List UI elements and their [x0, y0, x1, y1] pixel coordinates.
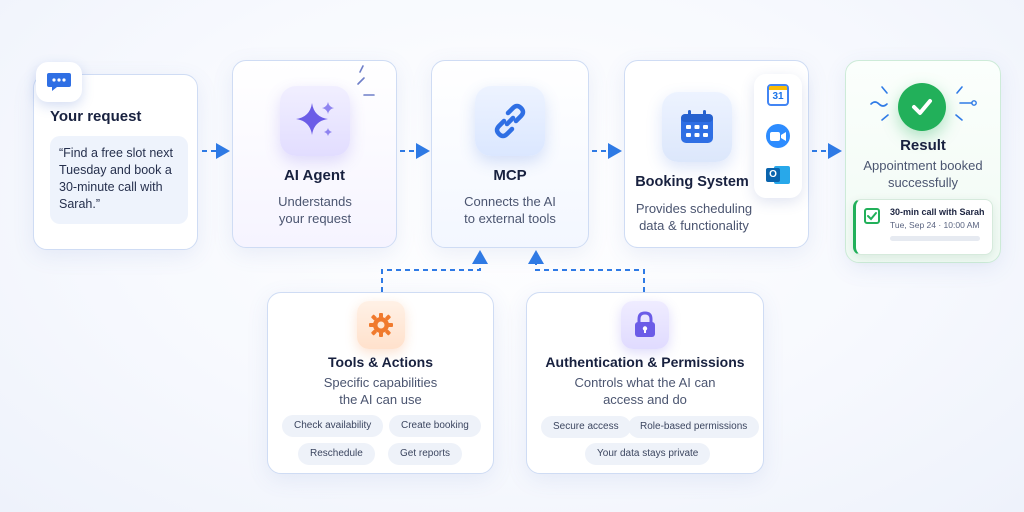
request-title: Your request: [50, 108, 142, 125]
arrow-auth-to-mcp: [528, 250, 645, 292]
chip-secure-access: Secure access: [541, 416, 631, 438]
agent-title: AI Agent: [283, 167, 346, 184]
chip-get-reports: Get reports: [388, 443, 463, 465]
booking-description: Provides scheduling data & functionality: [635, 201, 753, 233]
mcp-title: MCP: [493, 167, 527, 184]
agent-description: Understands your request: [278, 194, 352, 226]
sparkle-icon: [280, 86, 350, 156]
lock-icon: [621, 301, 669, 349]
outlook-badge: O: [766, 168, 780, 182]
chip-check-availability: Check availability: [282, 415, 384, 437]
chip-role-based-permissions: Role-based permissions: [628, 416, 760, 438]
link-icon: [475, 86, 545, 156]
event-title: 30-min call with Sarah: [890, 207, 985, 217]
checkmark-icon: [898, 83, 946, 131]
chip-reschedule: Reschedule: [298, 443, 375, 465]
request-quote-text: “Find a free slot next Tuesday and book …: [59, 146, 173, 211]
google-calendar-icon: 31: [767, 84, 789, 106]
tools-description: Specific capabilities the AI can use: [323, 375, 438, 407]
event-calendar-icon: [864, 208, 880, 224]
event-placeholder-line: [890, 236, 980, 241]
zoom-video-icon: [766, 124, 790, 148]
integrations-panel: 31 O: [754, 74, 802, 198]
tools-title: Tools & Actions: [328, 354, 433, 370]
arrow-tools-to-mcp: [381, 250, 488, 292]
auth-description: Controls what the AI can access and do: [574, 375, 716, 407]
result-description: Appointment booked successfully: [863, 158, 983, 190]
chip-create-booking: Create booking: [389, 415, 481, 437]
mcp-description: Connects the AI to external tools: [464, 194, 556, 226]
calendar-icon: [662, 92, 732, 162]
chat-bubble-icon: [36, 62, 82, 102]
gear-icon: [357, 301, 405, 349]
request-quote-bubble: “Find a free slot next Tuesday and book …: [50, 136, 188, 224]
event-time: Tue, Sep 24 · 10:00 AM: [890, 220, 980, 230]
google-calendar-badge: 31: [772, 91, 784, 102]
chip-data-stays-private: Your data stays private: [585, 443, 711, 465]
booking-title: Booking System: [635, 174, 749, 190]
outlook-icon: O: [766, 164, 790, 186]
event-confirmation-card: 30-min call with Sarah Tue, Sep 24 · 10:…: [853, 199, 993, 255]
result-title: Result: [900, 137, 946, 154]
auth-title: Authentication & Permissions: [545, 354, 745, 370]
